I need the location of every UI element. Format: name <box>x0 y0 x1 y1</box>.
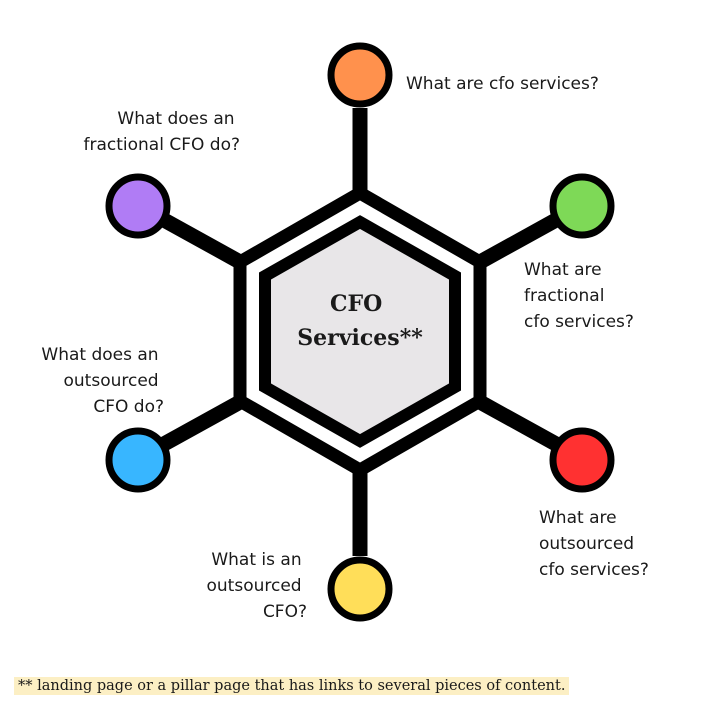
connector-lower-right <box>476 395 560 451</box>
node-label-bottom-line-2: outsourced <box>207 576 302 596</box>
node-label-upper-right-line-3: cfo services? <box>524 312 634 332</box>
node-circle-top <box>327 42 393 108</box>
node-label-lower-left-line-3: CFO do? <box>93 397 164 417</box>
node-label-lower-left-line-1: What does an <box>41 345 158 365</box>
node-circle-lower-right <box>549 427 615 493</box>
center-title-line-2: Services** <box>297 325 423 351</box>
node-label-upper-right-line-1: What are <box>524 260 602 280</box>
node-label-top-line-1: What are cfo services? <box>406 74 599 94</box>
connector-upper-left <box>160 213 244 269</box>
inner-hexagon <box>259 215 461 448</box>
node-label-bottom-line-3: CFO? <box>263 602 307 622</box>
node-label-upper-right-line-2: fractional <box>524 286 604 306</box>
node-label-upper-left-line-1: What does an <box>117 109 234 129</box>
node-circle-bottom <box>327 556 393 622</box>
node-circles <box>105 42 615 622</box>
center-title-line-1: CFO <box>330 291 382 317</box>
node-label-bottom-line-1: What is an <box>211 550 301 570</box>
footnote: ** landing page or a pillar page that ha… <box>14 677 570 695</box>
connector-lower-left <box>160 395 244 451</box>
node-label-bottom: What is an outsourced CFO? <box>207 550 308 622</box>
node-label-top: What are cfo services? <box>406 74 599 94</box>
center-title: CFO Services** <box>297 291 423 351</box>
node-label-lower-right-line-1: What are <box>539 508 617 528</box>
node-label-lower-left-line-2: outsourced <box>64 371 159 391</box>
node-label-lower-left: What does an outsourced CFO do? <box>41 345 164 417</box>
node-label-upper-right: What are fractional cfo services? <box>524 260 634 332</box>
node-label-upper-left: What does an fractional CFO do? <box>84 109 241 155</box>
connectors <box>160 108 560 556</box>
node-label-lower-right-line-2: outsourced <box>539 534 634 554</box>
node-label-upper-left-line-2: fractional CFO do? <box>84 135 241 155</box>
node-circle-lower-left <box>105 427 171 493</box>
connector-upper-right <box>476 213 560 269</box>
node-label-lower-right-line-3: cfo services? <box>539 560 649 580</box>
node-circle-upper-right <box>549 173 615 239</box>
node-label-lower-right: What are outsourced cfo services? <box>539 508 649 580</box>
node-circle-upper-left <box>105 173 171 239</box>
